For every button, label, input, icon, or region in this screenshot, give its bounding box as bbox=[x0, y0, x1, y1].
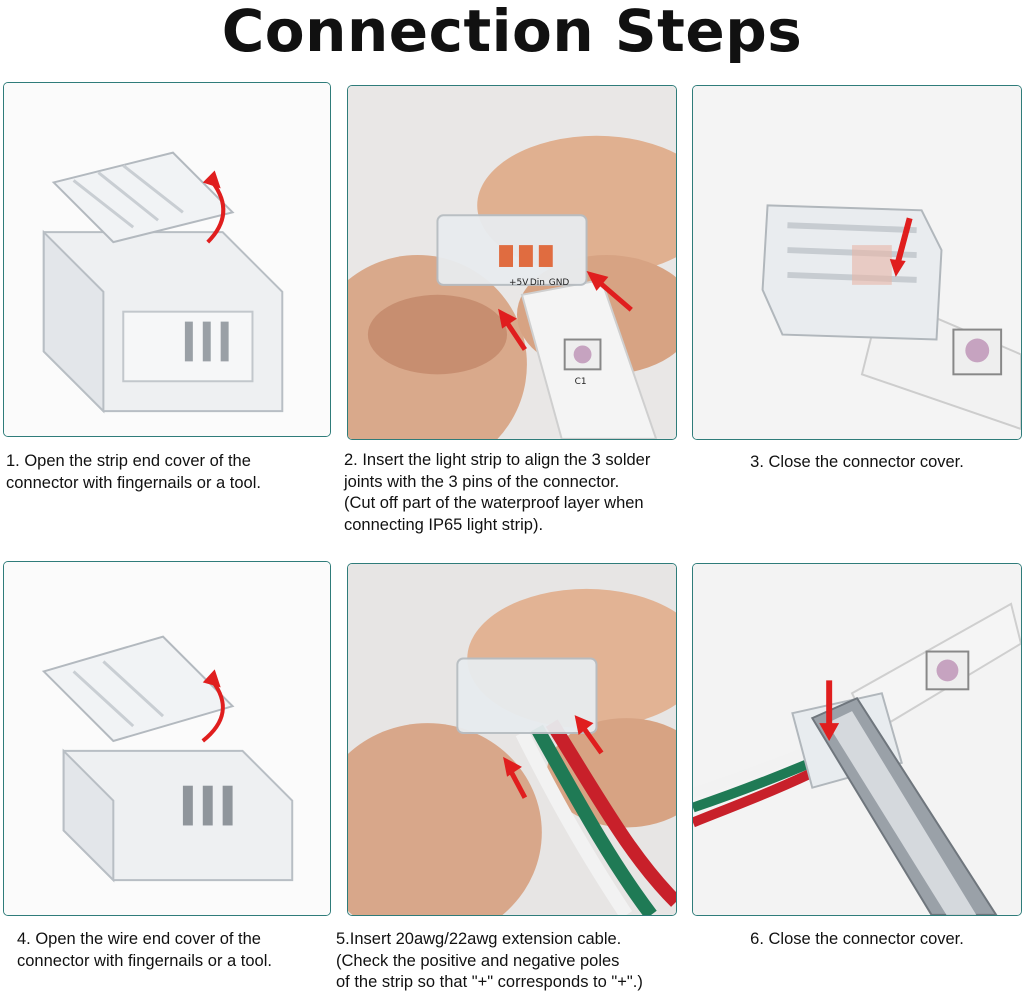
step-1-photo bbox=[3, 82, 331, 437]
page-title: Connection Steps bbox=[221, 0, 803, 65]
strip-label-gnd: GND bbox=[549, 278, 570, 288]
step-1-caption: 1. Open the strip end cover of the conne… bbox=[6, 451, 326, 494]
caption-line: 5.Insert 20awg/22awg extension cable. bbox=[336, 930, 622, 948]
step-3-photo bbox=[692, 85, 1022, 440]
insert-cable-illustration bbox=[348, 564, 676, 915]
caption-line: of the strip so that "+" corresponds to … bbox=[336, 973, 643, 991]
caption-line: 3. Close the connector cover. bbox=[750, 453, 964, 471]
strip-label-din: Din bbox=[530, 278, 545, 288]
caption-line: joints with the 3 pins of the connector. bbox=[344, 472, 620, 491]
caption-line: (Check the positive and negative poles bbox=[336, 951, 620, 970]
step-6-caption: 6. Close the connector cover. bbox=[692, 929, 1022, 951]
step-2-photo: +5V Din GND C1 bbox=[347, 85, 677, 440]
step-4-photo bbox=[3, 561, 331, 916]
insert-strip-illustration: +5V Din GND C1 bbox=[348, 86, 676, 439]
caption-line: 4. Open the wire end cover of the bbox=[17, 930, 261, 948]
step-6-photo bbox=[692, 563, 1022, 916]
step-5-photo bbox=[347, 563, 677, 916]
connector-open-strip-end-illustration bbox=[4, 83, 330, 436]
strip-label-chip: C1 bbox=[575, 377, 587, 387]
pliers-closing-cover-illustration bbox=[693, 564, 1021, 915]
caption-line: 2. Insert the light strip to align the 3… bbox=[344, 451, 651, 469]
caption-line: (Cut off part of the waterproof layer wh… bbox=[344, 494, 644, 512]
closed-connector-illustration bbox=[693, 86, 1021, 439]
step-2-caption: 2. Insert the light strip to align the 3… bbox=[344, 450, 684, 536]
caption-line: connecting IP65 light strip). bbox=[344, 515, 544, 534]
caption-line: 1. Open the strip end cover of the bbox=[6, 452, 251, 470]
connector-open-wire-end-illustration bbox=[4, 562, 330, 915]
caption-line: 6. Close the connector cover. bbox=[750, 930, 964, 948]
step-5-caption: 5.Insert 20awg/22awg extension cable. (C… bbox=[336, 929, 686, 994]
step-4-caption: 4. Open the wire end cover of the connec… bbox=[17, 929, 327, 972]
strip-label-plus: +5V bbox=[509, 278, 529, 288]
step-3-caption: 3. Close the connector cover. bbox=[692, 452, 1022, 474]
caption-line: connector with fingernails or a tool. bbox=[17, 951, 272, 970]
caption-line: connector with fingernails or a tool. bbox=[6, 473, 261, 492]
